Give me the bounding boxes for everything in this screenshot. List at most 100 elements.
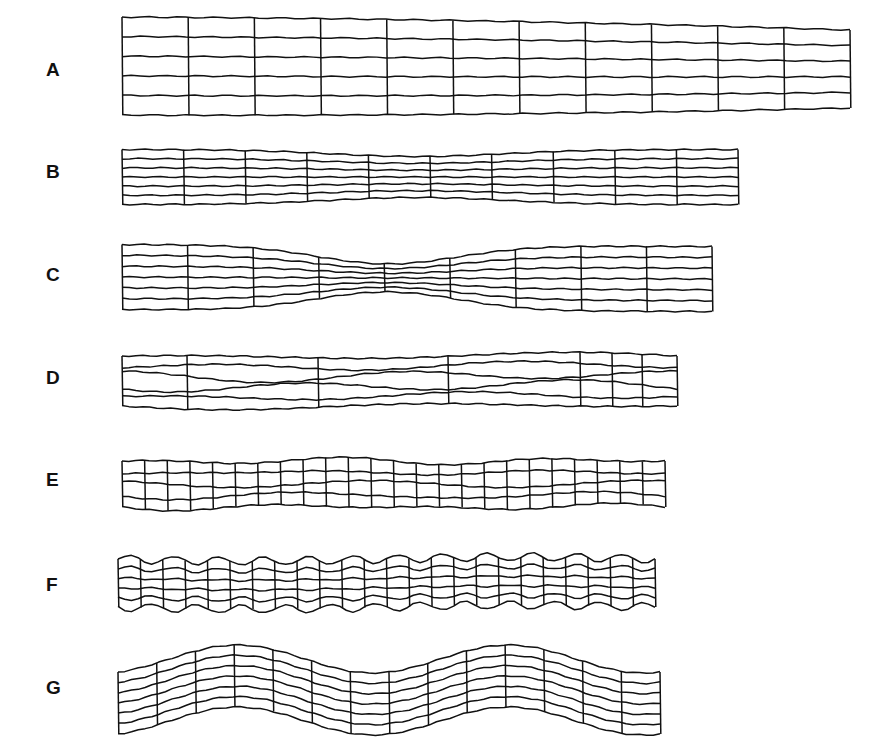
grid-column-line xyxy=(543,650,545,712)
grid-row-line xyxy=(122,291,712,312)
grid-row-line xyxy=(122,361,677,371)
panel-letter: E xyxy=(46,470,59,489)
grid-column-line xyxy=(187,17,189,115)
grid-column-line xyxy=(319,560,321,608)
grid-column-line xyxy=(386,559,388,607)
grid-column-line xyxy=(415,463,417,506)
grid-column-line xyxy=(368,155,370,198)
grid-column-line xyxy=(280,461,282,504)
grid-column-line xyxy=(341,560,343,608)
grid-column-line xyxy=(408,558,410,606)
grid-column-line xyxy=(529,459,531,509)
grid-column-line xyxy=(676,150,678,205)
grid-column-line xyxy=(611,353,613,407)
grid-row-line xyxy=(122,391,677,400)
grid-column-line xyxy=(676,356,678,406)
grid-column-line xyxy=(632,558,634,606)
grid-row-line xyxy=(122,75,850,77)
grid-column-line xyxy=(121,356,123,406)
panel-letter: G xyxy=(46,678,61,697)
panel-letter: F xyxy=(46,575,58,594)
grid-column-line xyxy=(140,560,142,608)
grid-column-line xyxy=(427,663,429,725)
grid-column-line xyxy=(614,150,616,204)
grid-column-line xyxy=(711,247,713,312)
grid-column-line xyxy=(659,672,661,734)
grid-column-line xyxy=(551,459,553,508)
grid-column-line xyxy=(363,560,365,608)
grid-column-line xyxy=(429,156,431,197)
grid-row-line xyxy=(122,403,677,410)
grid-column-line xyxy=(783,28,785,109)
grid-column-line xyxy=(664,461,666,507)
grid-column-line xyxy=(461,464,463,507)
grid-column-line xyxy=(167,461,169,511)
grid-column-line xyxy=(386,19,388,114)
grid-column-line xyxy=(121,17,123,115)
grid-column-line xyxy=(186,356,188,410)
grid-column-line xyxy=(121,245,123,310)
grid-row-line xyxy=(122,266,712,274)
grid-column-line xyxy=(654,559,656,607)
grid-column-line xyxy=(234,463,236,506)
grid-column-line xyxy=(646,246,648,311)
strain-grid xyxy=(122,352,678,411)
grid-column-line xyxy=(306,153,308,202)
grid-column-line xyxy=(717,26,719,111)
grid-column-line xyxy=(318,257,320,299)
grid-column-line xyxy=(117,559,119,607)
grid-row-line xyxy=(122,17,850,31)
grid-column-line xyxy=(596,460,598,503)
grid-column-line xyxy=(737,150,739,205)
grid-column-line xyxy=(252,561,254,609)
grid-row-line xyxy=(122,379,677,392)
grid-column-line xyxy=(348,457,350,507)
grid-column-line xyxy=(610,558,612,606)
grid-column-line xyxy=(518,22,520,114)
grid-column-line xyxy=(491,154,493,199)
grid-row-line xyxy=(118,644,660,673)
grid-column-line xyxy=(320,19,322,116)
grid-column-line xyxy=(621,671,623,733)
grid-column-line xyxy=(274,561,276,609)
grid-column-line xyxy=(431,558,433,606)
grid-column-line xyxy=(121,150,123,205)
grid-column-line xyxy=(506,461,508,510)
grid-column-line xyxy=(453,558,455,606)
grid-row-line xyxy=(122,56,850,62)
grid-column-line xyxy=(565,557,567,605)
grid-column-line xyxy=(651,24,653,111)
grid-row-line xyxy=(122,352,677,359)
strain-grid xyxy=(122,244,713,312)
grid-row-line xyxy=(122,92,850,96)
grid-column-line xyxy=(244,150,246,203)
grid-column-line xyxy=(579,352,581,406)
grid-column-line xyxy=(515,249,517,307)
grid-column-line xyxy=(582,661,584,723)
grid-column-line xyxy=(156,663,158,725)
grid-row-line xyxy=(122,197,738,205)
grid-column-line xyxy=(619,461,621,503)
grid-column-line xyxy=(388,672,390,734)
grid-column-line xyxy=(229,561,231,609)
grid-column-line xyxy=(520,557,522,605)
strain-grid xyxy=(118,553,656,613)
grid-row-line xyxy=(122,149,738,157)
grid-column-line xyxy=(475,557,477,605)
grid-column-line xyxy=(311,661,313,723)
grid-column-line xyxy=(272,650,274,712)
grid-column-line xyxy=(449,258,451,298)
grid-column-line xyxy=(184,560,186,608)
grid-column-line xyxy=(849,30,851,108)
strain-grid xyxy=(122,17,851,116)
grid-column-line xyxy=(117,672,119,734)
grid-row-line xyxy=(122,244,712,264)
grid-column-line xyxy=(585,23,587,113)
panel-letter: C xyxy=(46,265,60,284)
grid-column-line xyxy=(317,358,319,407)
grid-column-line xyxy=(642,461,644,504)
grid-row-line xyxy=(122,108,850,116)
panel-letter: B xyxy=(46,162,60,181)
grid-column-line xyxy=(302,459,304,505)
